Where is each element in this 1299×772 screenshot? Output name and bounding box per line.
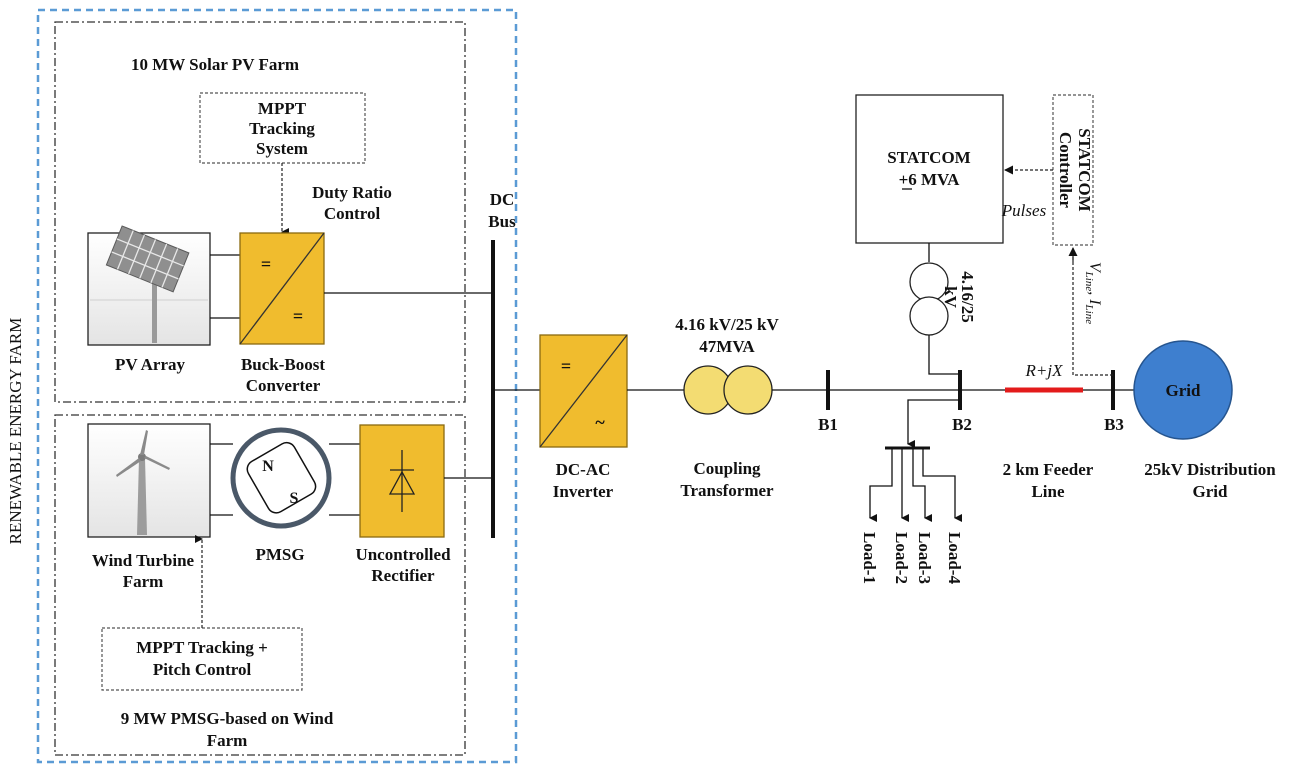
coupling-name-line2: Transformer	[680, 481, 774, 500]
statcom-controller-line1: STATCOM	[1075, 128, 1094, 211]
wind-mppt-line2: Pitch Control	[153, 660, 252, 679]
statcom-label-line1: STATCOM	[887, 148, 970, 167]
wind-farm-title-line1: 9 MW PMSG-based on Wind	[121, 709, 334, 728]
wind-farm-title-line2: Farm	[207, 731, 248, 750]
feeder-label-line2: Line	[1031, 482, 1065, 501]
bus-b3-label: B3	[1104, 415, 1124, 434]
renewable-farm-label: RENEWABLE ENERGY FARM	[6, 318, 25, 545]
converter-label-line1: Buck-Boost	[241, 355, 325, 374]
coupling-transformer	[683, 365, 773, 415]
pmsg-generator	[230, 427, 332, 529]
statcom-transformer-line1: 4.16/25	[958, 271, 977, 322]
inverter-label-line1: DC-AC	[556, 460, 611, 479]
pmsg-label: PMSG	[255, 545, 304, 564]
inverter-dc-symbol: =	[561, 356, 571, 376]
statcom-transformer-line2: kV	[941, 286, 960, 308]
coupling-rating-line2: 47MVA	[699, 337, 755, 356]
load-3-label: Load-3	[915, 532, 934, 584]
coupling-name-line1: Coupling	[693, 459, 761, 478]
wind-turbine-icon	[87, 423, 211, 538]
grid-label: Grid	[1166, 381, 1201, 400]
rectifier-label-line1: Uncontrolled	[355, 545, 451, 564]
feeder-label-line1: 2 km Feeder	[1003, 460, 1094, 479]
grid-title-line2: Grid	[1193, 482, 1228, 501]
load-2-label: Load-2	[892, 532, 911, 584]
dc-bus-label-line1: DC	[490, 190, 515, 209]
dc-bus-label-line2: Bus	[488, 212, 516, 231]
duty-ratio-line2: Control	[324, 204, 381, 223]
bus-b1-label: B1	[818, 415, 838, 434]
pv-array-icon	[87, 225, 211, 346]
renewable-farm-border	[36, 8, 518, 764]
pmsg-pole-s: S	[290, 490, 299, 507]
statcom-controller-line2: Controller	[1056, 132, 1075, 209]
load-4-label: Load-4	[945, 532, 964, 584]
feedback-line	[1072, 254, 1113, 376]
solar-mppt-line1: MPPT	[258, 99, 307, 118]
coupling-rating-line1: 4.16 kV/25 kV	[675, 315, 779, 334]
rectifier-label-line2: Rectifier	[371, 566, 435, 585]
pmsg-pole-n: N	[262, 458, 274, 475]
statcom-box	[855, 94, 1004, 244]
wind-turbine-label-line2: Farm	[123, 572, 164, 591]
converter-bottom-symbol: =	[293, 306, 303, 326]
feeder-impedance-label: R+jX	[1025, 361, 1064, 380]
wind-mppt-line1: MPPT Tracking +	[136, 638, 268, 657]
solar-farm-title: 10 MW Solar PV Farm	[131, 55, 299, 74]
solar-farm-frame	[54, 21, 466, 403]
feedback-label: VLine, ILine	[1083, 262, 1103, 324]
converter-top-symbol: =	[261, 254, 271, 274]
inverter-label-line2: Inverter	[553, 482, 614, 501]
load-1-label: Load-1	[860, 532, 879, 584]
pulses-label: Pulses	[1001, 201, 1047, 220]
buck-boost-converter	[239, 232, 325, 345]
pv-array-label: PV Array	[115, 355, 186, 374]
statcom-label-line2: +6 MVA	[899, 170, 961, 189]
converter-label-line2: Converter	[246, 376, 321, 395]
solar-mppt-line3: System	[256, 139, 308, 158]
grid-source	[1133, 340, 1233, 440]
wind-farm-frame	[54, 414, 466, 756]
statcom-transformer	[909, 262, 949, 336]
bus-b2-label: B2	[952, 415, 972, 434]
inverter-ac-symbol: ~	[595, 412, 605, 432]
uncontrolled-rectifier	[359, 424, 445, 538]
grid-title-line1: 25kV Distribution	[1144, 460, 1276, 479]
wind-turbine-label-line1: Wind Turbine	[92, 551, 195, 570]
dc-ac-inverter	[539, 334, 628, 448]
solar-mppt-line2: Tracking	[249, 119, 315, 138]
duty-ratio-line1: Duty Ratio	[312, 183, 392, 202]
